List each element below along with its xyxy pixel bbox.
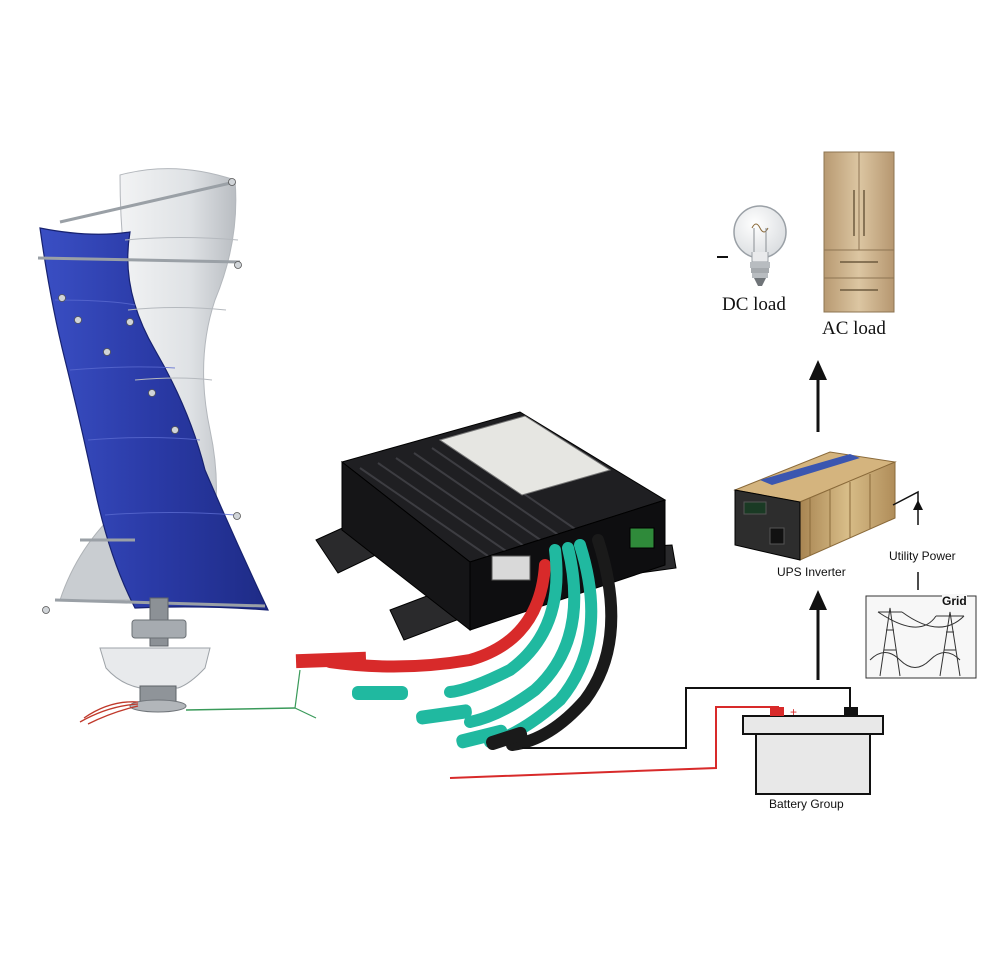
svg-text:+: +: [790, 705, 797, 719]
battery-group-label: Battery Group: [769, 797, 844, 811]
refrigerator-icon: [823, 151, 895, 313]
light-bulb-icon: [717, 205, 787, 286]
utility-power-label: Utility Power: [889, 549, 956, 563]
battery-icon: +: [742, 705, 884, 795]
wind-turbine-icon: [37, 168, 317, 725]
charge-controller-icon: [315, 411, 677, 641]
utility-grid-icon: [865, 595, 977, 679]
utility-wire: [892, 490, 923, 590]
ups-inverter-label: UPS Inverter: [777, 565, 846, 579]
arrow-battery-to-inverter: [809, 590, 827, 680]
controller-cables: [324, 534, 618, 751]
dc-load-label: DC load: [722, 294, 786, 315]
cable-ends: [295, 651, 528, 751]
ups-inverter-icon: [733, 451, 897, 561]
grid-label: Grid: [942, 594, 967, 608]
arrow-inverter-to-load: [809, 360, 827, 432]
ac-load-label: AC load: [822, 318, 886, 339]
